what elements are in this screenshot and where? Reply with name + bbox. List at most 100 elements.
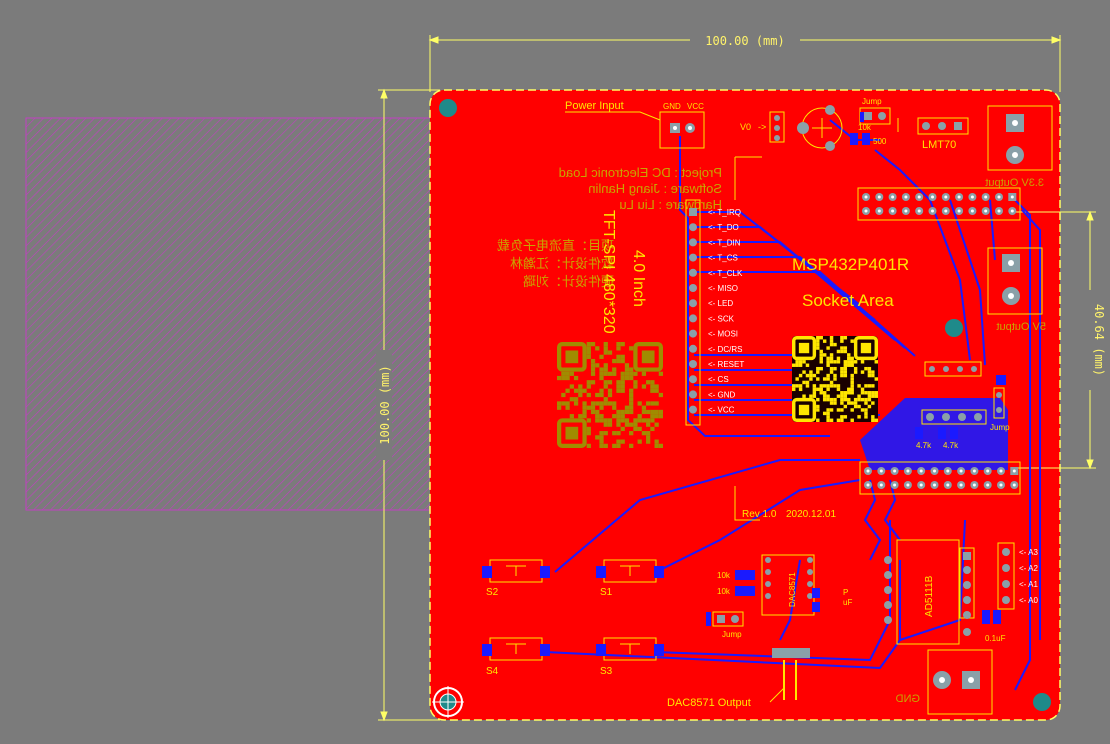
qr-module	[857, 384, 861, 388]
qr-module	[654, 443, 659, 448]
qr-module	[578, 384, 583, 389]
analog-header[interactable]	[982, 542, 1015, 624]
tft-pin-label: <- MISO	[708, 284, 738, 293]
qr-module	[805, 380, 810, 385]
socket-pin-hole	[972, 483, 976, 487]
qr-module	[864, 391, 868, 395]
keepout-region	[25, 117, 432, 511]
socket-pin-hole	[906, 469, 910, 473]
qr-module	[607, 401, 613, 406]
socket-pin-hole	[1012, 469, 1016, 473]
qr-module	[809, 373, 813, 378]
qr-module	[603, 380, 608, 385]
qr-module	[629, 401, 634, 406]
qr-module	[654, 388, 659, 393]
qr-module	[843, 366, 848, 371]
qr-code-left	[556, 341, 664, 449]
qr-module	[603, 346, 608, 351]
revision-date: 2020.12.01	[786, 509, 836, 520]
dac-output-header[interactable]	[769, 648, 810, 703]
tft-pin-label: <- VCC	[708, 406, 735, 415]
qr-finder-core	[798, 404, 810, 416]
i2c-pullups[interactable]	[915, 361, 1006, 439]
qr-module	[590, 401, 596, 406]
qr-module	[819, 391, 823, 395]
socket-pin-hole	[972, 469, 976, 473]
jump-mid-label: Jump	[990, 423, 1010, 432]
qr-module	[620, 375, 625, 381]
qr-module	[850, 408, 854, 412]
qr-module	[603, 342, 608, 347]
switch-s2[interactable]	[482, 559, 550, 583]
qr-module	[612, 405, 617, 410]
ad5111b-label: AD5111B	[924, 575, 935, 617]
qr-module	[822, 397, 827, 402]
switch-s4[interactable]	[482, 637, 550, 661]
qr-module	[792, 387, 796, 392]
dac8571-chip[interactable]	[735, 554, 820, 616]
qr-module	[840, 346, 844, 350]
tft-pin-label: <- SCK	[708, 314, 735, 323]
r10k-label: 10k	[858, 123, 872, 132]
switch-s3[interactable]	[596, 637, 664, 661]
qr-module	[829, 370, 834, 374]
qr-module	[792, 363, 796, 367]
qr-module	[603, 371, 608, 376]
qr-module	[654, 439, 659, 444]
mcu-socket-header-bottom[interactable]	[859, 461, 1021, 495]
qr-module	[853, 404, 858, 409]
qr-module	[650, 388, 655, 393]
qr-module	[874, 394, 878, 398]
qr-module	[573, 401, 579, 406]
qr-module	[616, 388, 621, 393]
gnd-terminal[interactable]	[927, 649, 993, 715]
socket-pin-hole	[957, 209, 961, 213]
qr-module	[850, 363, 854, 367]
jumper-bottom[interactable]	[706, 611, 744, 627]
qr-module	[822, 384, 827, 388]
qr-module	[616, 380, 621, 385]
switch-s1[interactable]	[596, 559, 664, 583]
qr-module	[826, 356, 830, 361]
qr-module	[805, 384, 810, 388]
power-input-connector[interactable]	[659, 111, 705, 149]
switch-s2-label: S2	[486, 587, 499, 598]
qr-module	[637, 418, 642, 423]
qr-module	[816, 408, 820, 412]
qr-module	[607, 371, 613, 376]
ad5111b-chip[interactable]	[884, 539, 975, 645]
dimension-width-label: 100.00 (mm)	[705, 34, 784, 48]
qr-module	[833, 397, 837, 402]
analog-pin-label: <- A2	[1019, 564, 1038, 573]
mcu-socket-header-top[interactable]	[857, 187, 1021, 221]
tft-header[interactable]	[685, 199, 701, 426]
qr-module	[557, 401, 562, 406]
qr-finder-core	[860, 342, 872, 354]
qr-module	[612, 367, 617, 372]
qr-module	[641, 371, 647, 376]
output-5v-connector[interactable]	[987, 247, 1043, 315]
qr-module	[620, 388, 625, 393]
qr-module	[822, 394, 827, 398]
qr-module	[843, 346, 848, 350]
qr-module	[843, 349, 848, 354]
jumper-top[interactable]	[850, 107, 891, 145]
qr-module	[629, 392, 634, 398]
qr-module	[833, 401, 837, 405]
qr-module	[802, 394, 806, 398]
socket-pin-hole	[864, 195, 868, 199]
tft-pin-label: <- T_CLK	[708, 269, 743, 278]
qr-module	[871, 370, 875, 374]
output-3v3-connector[interactable]	[987, 105, 1053, 171]
qr-module	[620, 418, 625, 423]
potentiometer[interactable]	[769, 105, 843, 151]
qr-module	[586, 342, 591, 347]
qr-module	[650, 414, 655, 419]
qr-module	[616, 342, 621, 347]
qr-module	[816, 387, 820, 392]
lmt70-sensor[interactable]	[897, 117, 969, 135]
qr-module	[826, 408, 830, 412]
qr-module	[620, 358, 625, 364]
tft-pin-pad	[689, 223, 697, 232]
